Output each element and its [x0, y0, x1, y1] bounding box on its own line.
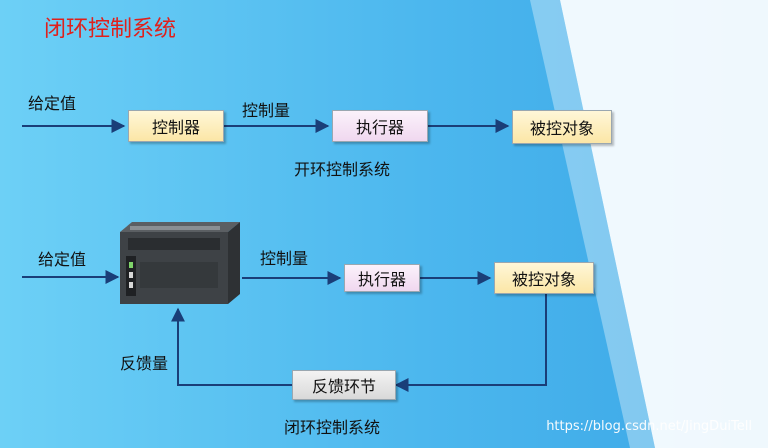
open-input-label: 给定值	[28, 94, 77, 113]
arrow-plant-to-feedback	[394, 294, 547, 392]
open-control-label: 控制量	[242, 101, 291, 120]
closed-actuator-block: 执行器	[344, 264, 420, 292]
white-band	[560, 0, 768, 448]
closed-loop-caption: 闭环控制系统	[284, 418, 381, 437]
feedback-label: 反馈量	[120, 354, 169, 373]
page-title: 闭环控制系统	[44, 17, 177, 42]
closed-control-label: 控制量	[260, 249, 309, 268]
open-actuator-block: 执行器	[332, 110, 428, 142]
open-loop-caption: 开环控制系统	[294, 160, 391, 179]
plc-device-icon	[120, 222, 240, 304]
open-plant-block: 被控对象	[512, 110, 612, 144]
controller-block: 控制器	[128, 110, 224, 142]
closed-input-label: 给定值	[38, 250, 87, 269]
feedback-block: 反馈环节	[292, 370, 396, 400]
closed-plant-block: 被控对象	[494, 262, 594, 294]
watermark-text: https://blog.csdn.net/JingDuiTell	[546, 419, 752, 434]
arrow-feedback-to-plc	[171, 307, 292, 386]
